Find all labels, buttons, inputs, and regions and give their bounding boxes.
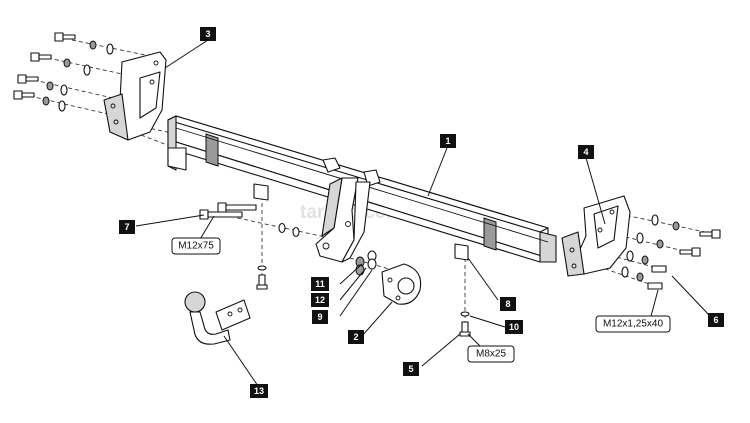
dimension-label-bottom-bolt: M8x25: [467, 345, 515, 363]
callout-number: 9: [317, 312, 322, 322]
bolt-icon: [636, 232, 701, 257]
callout-number: 4: [583, 147, 588, 157]
dimension-label-left-bolt: M12x75: [171, 237, 221, 255]
bolt-icon: [626, 250, 667, 273]
callout-tag-10: 10: [505, 320, 523, 334]
dimension-label-text: M12x75: [178, 241, 214, 252]
callout-tag-9: 9: [312, 310, 328, 324]
callout-tag-11: 11: [311, 277, 329, 291]
dimension-label-right-bolt: M12x1,25x40: [595, 315, 671, 333]
bolt-icon: [30, 52, 91, 76]
callout-tag-6: 6: [708, 313, 724, 327]
callout-number: 1: [445, 136, 450, 146]
callout-number: 11: [315, 279, 325, 289]
callout-number: 7: [124, 222, 129, 232]
callout-tag-5: 5: [403, 362, 419, 376]
vertical-bolt-left: [256, 265, 268, 290]
electrical-socket-plate: [381, 263, 422, 305]
right-bolt-set: [621, 214, 721, 290]
callout-number: 6: [713, 315, 718, 325]
right-mounting-bracket: [561, 195, 631, 277]
callout-number: 8: [505, 299, 510, 309]
vertical-bolt-right: [459, 311, 471, 337]
bolt-icon: [651, 214, 721, 239]
callout-number: 2: [353, 332, 358, 342]
callout-number: 12: [315, 295, 325, 305]
bolt-icon: [621, 266, 663, 290]
dimension-label-text: M12x1,25x40: [603, 319, 663, 330]
callout-tag-2: 2: [348, 330, 364, 344]
left-bolt-set: [13, 32, 114, 112]
callout-tag-13: 13: [250, 384, 268, 398]
nuts-and-washers: [355, 250, 377, 276]
callout-tag-8: 8: [500, 297, 516, 311]
callout-tag-1: 1: [440, 134, 456, 148]
left-mounting-bracket: [103, 51, 167, 141]
callout-number: 10: [509, 322, 519, 332]
callout-tag-4: 4: [578, 145, 594, 159]
callout-number: 13: [254, 386, 264, 396]
m12-bolts: [199, 202, 300, 238]
bolt-icon: [13, 90, 66, 112]
callout-tag-7: 7: [119, 220, 135, 234]
bolt-icon: [17, 74, 68, 96]
dimension-label-text: M8x25: [476, 349, 506, 360]
callout-tag-3: 3: [200, 27, 216, 41]
callout-number: 5: [408, 364, 413, 374]
bolt-icon: [54, 32, 114, 55]
central-mount-plate: [315, 177, 371, 263]
callout-tag-12: 12: [311, 293, 329, 307]
tow-ball-assembly: [184, 291, 251, 345]
callout-number: 3: [205, 29, 210, 39]
